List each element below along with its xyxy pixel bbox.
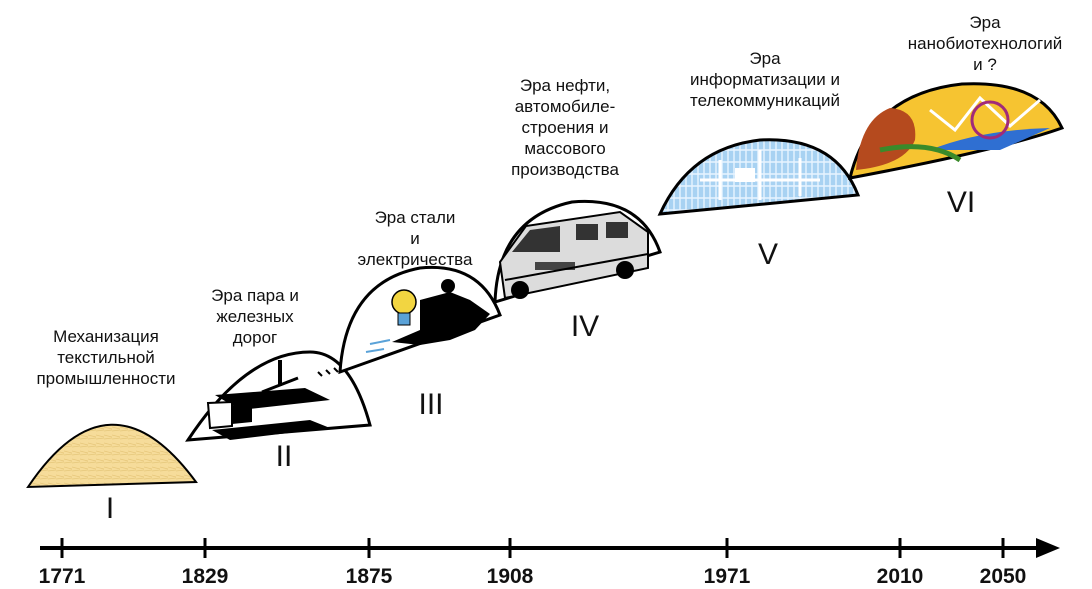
era-2-title-line: железных bbox=[216, 307, 294, 326]
era-4-title-line: Эра нефти, bbox=[519, 76, 611, 95]
era-4-title-line: массового bbox=[524, 139, 606, 158]
era-6-title-line: Эра bbox=[969, 13, 1001, 32]
year-label: 1971 bbox=[703, 565, 751, 588]
era-6-title-line: и ? bbox=[973, 55, 997, 74]
era-6-numeral: VI bbox=[946, 186, 976, 219]
era-5 bbox=[657, 138, 861, 216]
era-3-title-line: и bbox=[410, 229, 420, 248]
era-1 bbox=[26, 423, 198, 489]
era-6 bbox=[848, 82, 1065, 180]
era-4-title-line: автомобиле- bbox=[514, 97, 616, 116]
era-2 bbox=[185, 350, 372, 442]
year-label: 1771 bbox=[38, 565, 86, 588]
era-5-title-line: телекоммуникаций bbox=[690, 91, 840, 110]
era-3 bbox=[338, 265, 502, 375]
era-5-title: Эра информатизации и телекоммуникаций bbox=[660, 48, 870, 111]
circuit-board-icon bbox=[700, 150, 820, 200]
era-1-numeral: I bbox=[105, 492, 115, 525]
year-label: 1875 bbox=[345, 565, 393, 588]
year-label: 2050 bbox=[979, 565, 1027, 588]
era-1-title-line: Механизация bbox=[53, 327, 159, 346]
era-3-title-line: Эра стали bbox=[374, 208, 456, 227]
era-6-title-line: нанобиотехнологий bbox=[907, 34, 1063, 53]
era-1-title: Механизация текстильной промышленности bbox=[6, 326, 206, 389]
timeline-arrowhead bbox=[1036, 538, 1060, 558]
era-3-title: Эра стали и электричества bbox=[330, 207, 500, 270]
era-2-title-line: дорог bbox=[232, 328, 278, 347]
year-label: 2010 bbox=[876, 565, 924, 588]
steel-beam-crane-icon bbox=[206, 360, 339, 440]
timeline-axis bbox=[40, 538, 1060, 558]
year-label: 1908 bbox=[486, 565, 534, 588]
era-5-title-line: информатизации и bbox=[689, 70, 841, 89]
era-2-numeral: II bbox=[275, 440, 293, 473]
nanotech-abstract-icon bbox=[856, 95, 1050, 170]
era-4-title-line: производства bbox=[511, 160, 619, 179]
year-label: 1829 bbox=[181, 565, 229, 588]
era-4 bbox=[493, 199, 662, 305]
ambulance-truck-icon bbox=[498, 210, 649, 300]
era-3-title-line: электричества bbox=[357, 250, 473, 269]
era-4-title: Эра нефти, автомобиле- строения и массов… bbox=[475, 75, 655, 180]
era-4-numeral: IV bbox=[570, 310, 600, 343]
era-4-title-line: строения и bbox=[521, 118, 609, 137]
era-3-numeral: III bbox=[418, 388, 444, 421]
era-1-title-line: текстильной bbox=[57, 348, 155, 367]
era-5-title-line: Эра bbox=[749, 49, 781, 68]
era-6-title: Эра нанобиотехнологий и ? bbox=[880, 12, 1090, 75]
era-1-title-line: промышленности bbox=[36, 369, 176, 388]
era-1-dome bbox=[26, 423, 198, 489]
era-2-title: Эра пара и железных дорог bbox=[180, 285, 330, 348]
era-5-numeral: V bbox=[757, 238, 778, 271]
light-bulb-worker-icon bbox=[365, 279, 490, 353]
era-2-title-line: Эра пара и bbox=[211, 286, 299, 305]
